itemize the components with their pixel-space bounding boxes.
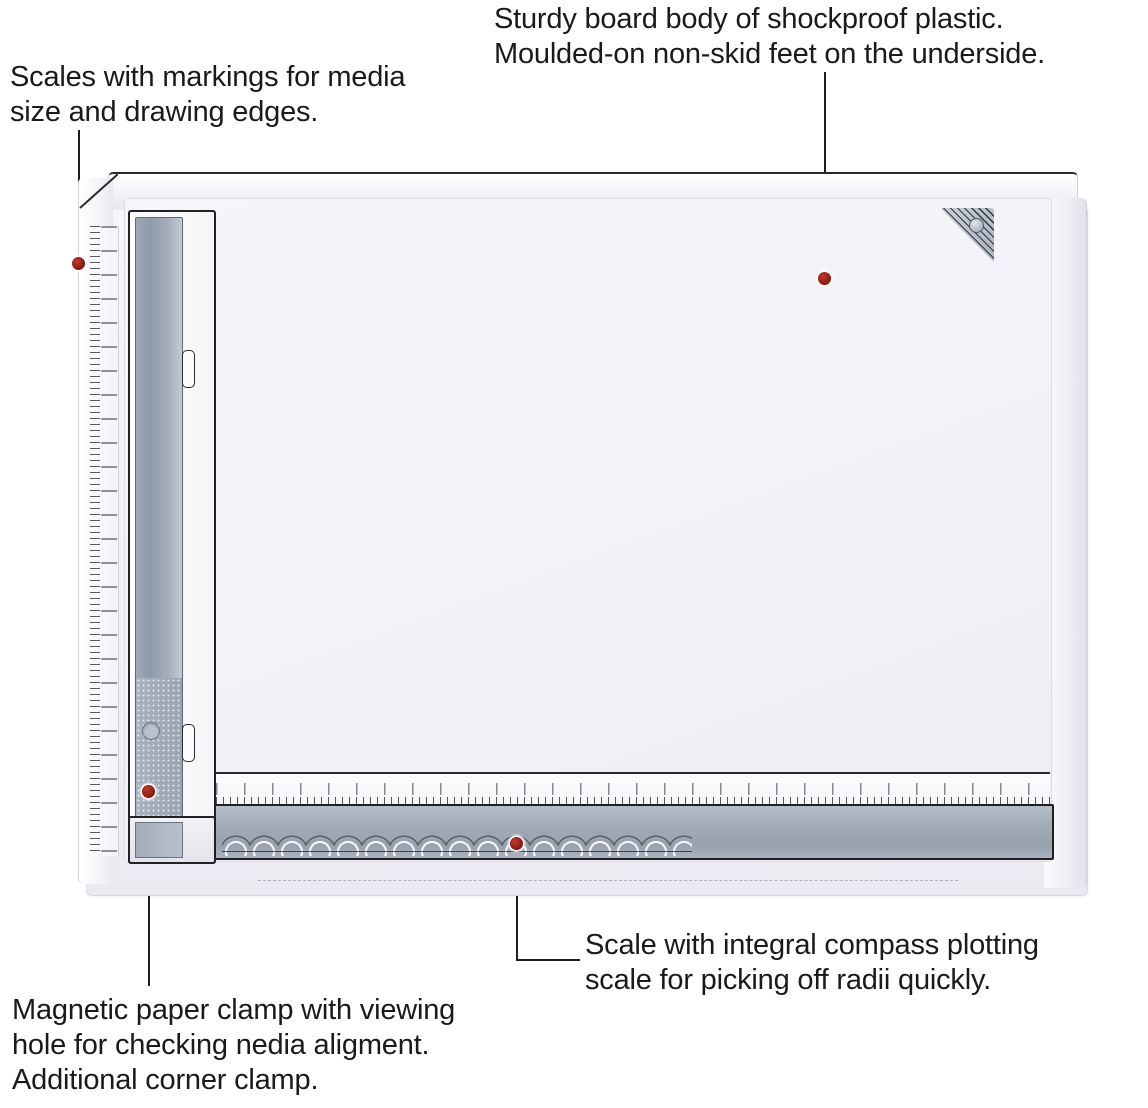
marker-dot-sturdy-body: [818, 272, 831, 285]
scales-callout-text: Scales with markings for media size and …: [10, 61, 406, 128]
compass-scale-callout-text: Scale with integral compass plotting sca…: [585, 929, 1039, 996]
drawing-surface: [124, 198, 1052, 862]
marker-dot-scales: [72, 257, 85, 270]
clamp-foot-block: [128, 816, 216, 864]
corner-clamp-knob[interactable]: [969, 218, 984, 233]
compass-plotting-scale: [222, 818, 692, 856]
clamp-handle-tab-bottom[interactable]: [182, 724, 195, 762]
magnetic-clamp-leader-line: [148, 866, 150, 986]
drawing-board: [78, 168, 1094, 898]
left-vertical-scale: [90, 226, 119, 856]
ruler-tick-markings: [216, 772, 1050, 806]
compass-scale-leader-horizontal: [516, 959, 580, 961]
compass-scale-baseline: [222, 851, 692, 852]
board-shell: [78, 168, 1094, 898]
marker-dot-compass-scale: [510, 837, 523, 850]
corner-clamp-triangle: [940, 208, 994, 262]
compass-scale-leader-vertical: [516, 848, 518, 961]
clamp-magnetic-bar: [135, 217, 183, 859]
corner-clamp[interactable]: [938, 206, 996, 264]
sturdy-body-callout-text: Sturdy board body of shockproof plastic.…: [494, 3, 1046, 70]
magnetic-clamp-callout-text: Magnetic paper clamp with viewing hole f…: [12, 994, 456, 1096]
ruler-grey-band: [214, 804, 1054, 860]
clamp-viewing-hole: [142, 722, 160, 740]
board-corner-wedge: [79, 174, 118, 209]
magnetic-paper-clamp[interactable]: [128, 210, 216, 864]
bottom-ruler[interactable]: [214, 772, 1054, 860]
non-skid-foot-hint: [258, 880, 958, 881]
clamp-handle-tab-top[interactable]: [182, 350, 195, 388]
marker-dot-magnetic-clamp: [142, 785, 155, 798]
clamp-foot-bar: [135, 822, 183, 858]
